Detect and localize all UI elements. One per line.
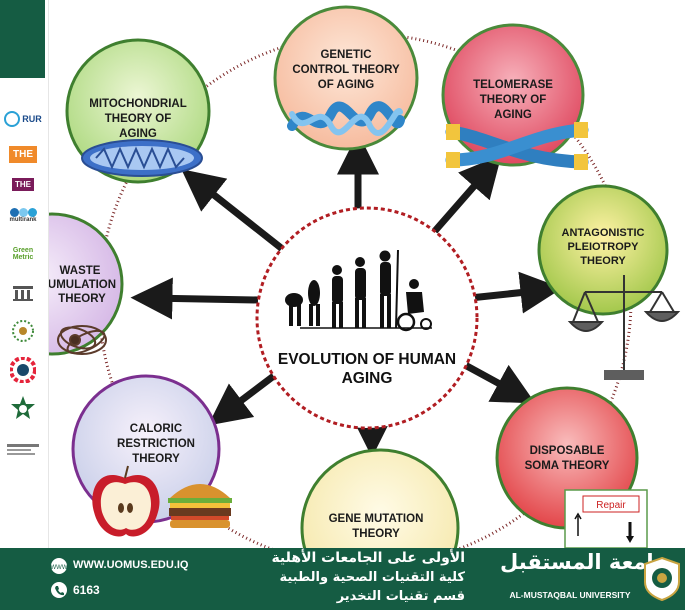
node-gene-mutation: GENE MUTATION THEORY bbox=[300, 448, 460, 608]
sdg-wheel-icon bbox=[4, 356, 42, 384]
label-antagonistic-2: PLEIOTROPY bbox=[568, 241, 640, 253]
phone-icon bbox=[51, 582, 67, 598]
aging-theories-diagram: GENETIC CONTROL THEORY OF AGING TELOMERA… bbox=[0, 5, 681, 608]
label-caloric-3: THEORY bbox=[132, 453, 180, 465]
the-logo: THE bbox=[4, 142, 42, 166]
label-telomerase-2: THEORY OF bbox=[480, 94, 546, 106]
label-gene-mutation-2: THEORY bbox=[352, 528, 400, 540]
rankings-sidebar: RUR THE THE multirank Green Metric bbox=[0, 0, 49, 548]
ranking-badge-icon bbox=[4, 440, 42, 458]
node-genetic-control: GENETIC CONTROL THEORY OF AGING bbox=[273, 5, 419, 151]
center-title-line1: EVOLUTION OF HUMAN bbox=[278, 351, 456, 368]
label-telomerase-3: AGING bbox=[494, 109, 532, 121]
university-emblem-icon bbox=[644, 556, 680, 602]
label-waste-3: THEORY bbox=[58, 293, 106, 305]
label-waste-2: UMULATION bbox=[48, 279, 116, 291]
svg-text:WWW: WWW bbox=[51, 565, 68, 571]
label-mitochondrial-2: THEORY OF bbox=[105, 113, 171, 125]
university-name-english: AL-MUSTAQBAL UNIVERSITY bbox=[509, 590, 631, 600]
node-evolution-center: EVOLUTION OF HUMAN AGING bbox=[255, 206, 479, 430]
node-caloric-restriction: CALORIC RESTRICTION THEORY bbox=[71, 374, 232, 537]
label-mitochondrial-1: MITOCHONDRIAL bbox=[89, 98, 187, 110]
greenmetric-logo: Green Metric bbox=[12, 247, 34, 261]
rur-logo: RUR bbox=[4, 104, 42, 134]
repair-box: Repair bbox=[564, 489, 648, 549]
phone-number: 6163 bbox=[73, 583, 100, 597]
protein-tangle-icon bbox=[57, 325, 107, 355]
arrows bbox=[130, 132, 563, 458]
mitochondrion-icon bbox=[81, 139, 203, 177]
arrow-to-waste bbox=[130, 277, 259, 320]
label-antagonistic-3: THEORY bbox=[580, 255, 626, 267]
evolution-figures-icon bbox=[285, 249, 432, 332]
apple-icon bbox=[92, 465, 160, 537]
node-disposable-soma: DISPOSABLE SOMA THEORY Repair bbox=[495, 386, 648, 549]
arrow-to-caloric bbox=[208, 372, 278, 426]
center-title-line2: AGING bbox=[342, 370, 393, 387]
label-mitochondrial-3: AGING bbox=[119, 128, 157, 140]
building-icon bbox=[4, 282, 42, 304]
green-seal-icon bbox=[4, 394, 42, 424]
label-genetic-1: GENETIC bbox=[320, 49, 371, 61]
label-waste-1: WASTE bbox=[60, 265, 101, 277]
footer-arabic-line2: كلية التقنيات الصحية والطبية bbox=[279, 570, 465, 585]
globe-icon: WWW bbox=[51, 558, 68, 574]
chromosome-icon bbox=[445, 122, 589, 170]
the-impact-logo: THE bbox=[4, 174, 42, 194]
footer-arabic-line1: الأولى على الجامعات الأهلية bbox=[271, 550, 465, 566]
burger-icon bbox=[168, 484, 232, 528]
node-mitochondrial: MITOCHONDRIAL THEORY OF AGING bbox=[65, 38, 211, 184]
label-gene-mutation-1: GENE MUTATION bbox=[329, 513, 424, 525]
node-antagonistic: ANTAGONISTIC PLEIOTROPY THEORY bbox=[537, 184, 681, 380]
university-footer: WWW WWW.UOMUS.EDU.IQ 6163 الأولى على الج… bbox=[0, 548, 685, 610]
label-genetic-2: CONTROL THEORY bbox=[292, 64, 400, 76]
footer-arabic-line3: قسم تقنيات التخدير bbox=[336, 589, 465, 604]
node-telomerase: TELOMERASE THEORY OF AGING bbox=[441, 23, 589, 170]
website-text: WWW.UOMUS.EDU.IQ bbox=[73, 559, 189, 571]
arrow-to-mitochondrial bbox=[181, 169, 293, 258]
label-caloric-1: CALORIC bbox=[130, 423, 182, 435]
arrow-to-antagonistic bbox=[469, 271, 563, 314]
label-disposable-1: DISPOSABLE bbox=[530, 445, 605, 457]
balance-scale-icon bbox=[567, 275, 681, 380]
dna-helix-icon bbox=[287, 101, 405, 136]
label-genetic-3: OF AGING bbox=[318, 79, 374, 91]
wreath-emblem-icon bbox=[4, 318, 42, 344]
label-caloric-2: RESTRICTION bbox=[117, 438, 195, 450]
label-disposable-2: SOMA THEORY bbox=[525, 460, 610, 472]
repair-label: Repair bbox=[596, 500, 626, 511]
university-name-arabic: جامعة المستقبل bbox=[500, 550, 670, 574]
sidebar-green-strip bbox=[0, 0, 45, 78]
label-antagonistic-1: ANTAGONISTIC bbox=[562, 227, 645, 239]
label-telomerase-1: TELOMERASE bbox=[473, 79, 553, 91]
multirank-logo: multirank bbox=[4, 200, 42, 230]
arrow-to-disposable bbox=[463, 361, 536, 404]
